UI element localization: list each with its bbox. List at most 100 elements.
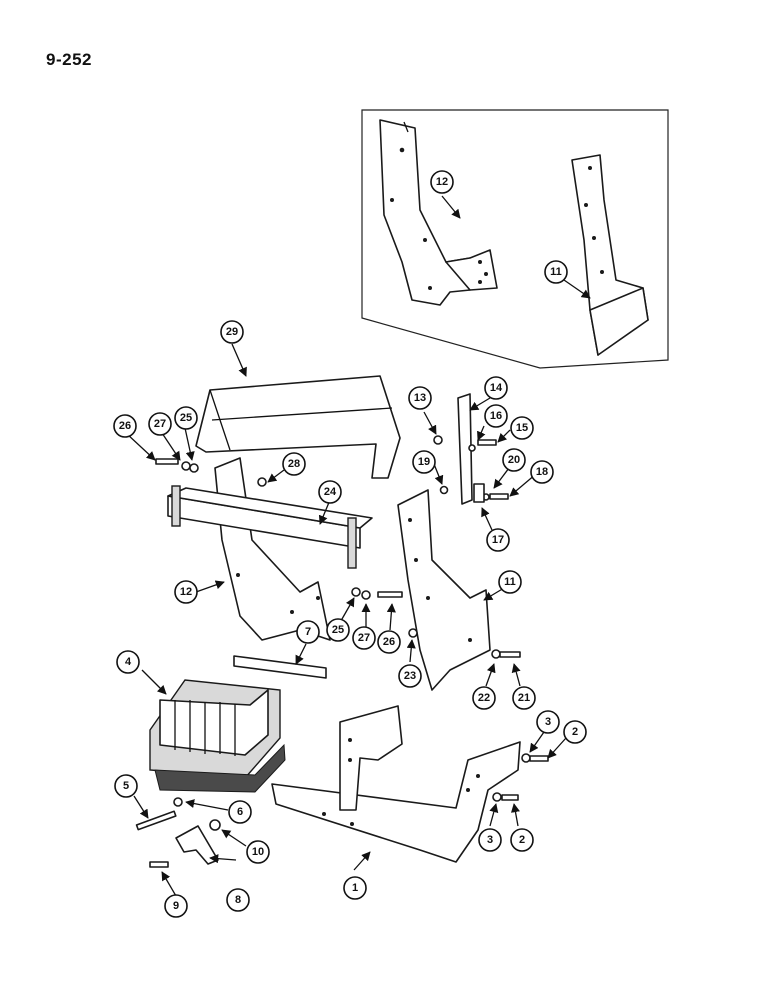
bracket-12 (214, 457, 331, 641)
inset-bracket-left (379, 119, 498, 306)
callout-circle (502, 448, 526, 472)
callout-number: 2 (572, 726, 578, 738)
callout-circle (113, 414, 137, 438)
callout-number: 19 (418, 456, 430, 468)
callout-number: 10 (252, 846, 264, 858)
callout-16: 16 (484, 404, 508, 428)
callout-number: 18 (536, 466, 548, 478)
callout-number: 7 (305, 626, 311, 638)
callout-circle (174, 406, 198, 430)
callout-number: 25 (180, 412, 192, 424)
callout-number: 29 (226, 326, 238, 338)
callout-number: 23 (404, 670, 416, 682)
callout-circle (430, 170, 454, 194)
callout-circle (164, 894, 188, 918)
callout-number: 2 (519, 834, 525, 846)
leader-lines (126, 195, 591, 897)
callout-circle (484, 404, 508, 428)
callout-number: 26 (119, 420, 131, 432)
callout-14: 14 (484, 376, 508, 400)
callout-number: 20 (508, 454, 520, 466)
callout-15: 15 (510, 416, 534, 440)
callout-circle (282, 452, 306, 476)
callout-17: 17 (486, 528, 510, 552)
callout-26: 26 (113, 414, 137, 438)
callout-circle (472, 686, 496, 710)
callout-number: 3 (545, 716, 551, 728)
callout-circle (498, 570, 522, 594)
callout-number: 27 (358, 632, 370, 644)
callout-number: 21 (518, 692, 530, 704)
callout-number: 11 (504, 576, 516, 588)
callout-28: 28 (282, 452, 306, 476)
callout-number: 12 (180, 586, 192, 598)
callout-circle (536, 710, 560, 734)
top-cover-29 (195, 375, 401, 479)
callout-circle (326, 618, 350, 642)
callout-27: 27 (352, 626, 376, 650)
inset-frame (361, 109, 669, 369)
callout-number: 13 (414, 392, 426, 404)
callout-circle (318, 480, 342, 504)
callout-number: 15 (516, 422, 528, 434)
callout-18: 18 (530, 460, 554, 484)
cross-beam-24 (167, 485, 373, 569)
callout-11: 11 (498, 570, 522, 594)
fasteners (135, 435, 549, 868)
callout-circle (220, 320, 244, 344)
callout-10: 10 (246, 840, 270, 864)
callout-5: 5 (114, 774, 138, 798)
callout-21: 21 (512, 686, 536, 710)
strap-14 (457, 393, 473, 505)
callout-24: 24 (318, 480, 342, 504)
callout-number: 22 (478, 692, 490, 704)
callout-12: 12 (174, 580, 198, 604)
inset-bracket-right (571, 154, 649, 356)
callout-29: 29 (220, 320, 244, 344)
callout-19: 19 (412, 450, 436, 474)
callout-6: 6 (228, 800, 252, 824)
callout-circle (408, 386, 432, 410)
callout-number: 3 (487, 834, 493, 846)
callout-number: 5 (123, 780, 129, 792)
callout-circle (343, 876, 367, 900)
callout-12: 12 (430, 170, 454, 194)
callout-9: 9 (164, 894, 188, 918)
callout-13: 13 (408, 386, 432, 410)
callout-number: 25 (332, 624, 344, 636)
callout-2: 2 (563, 720, 587, 744)
callout-number: 8 (235, 894, 241, 906)
callout-number: 14 (490, 382, 503, 394)
callout-circle (116, 650, 140, 674)
callout-number: 24 (324, 486, 337, 498)
callout-circle (377, 630, 401, 654)
callout-circle (530, 460, 554, 484)
callout-3: 3 (536, 710, 560, 734)
callout-26: 26 (377, 630, 401, 654)
callout-25: 25 (326, 618, 350, 642)
callout-circle (398, 664, 422, 688)
spacer-plate-7 (233, 655, 327, 679)
callout-circle (246, 840, 270, 864)
callout-circle (510, 828, 534, 852)
callout-circle (174, 580, 198, 604)
callout-circle (484, 376, 508, 400)
weight-stack-4 (149, 679, 286, 793)
bracket-11 (397, 489, 491, 691)
callout-11: 11 (544, 260, 568, 284)
page-number-label: 9-252 (46, 50, 92, 69)
callout-27: 27 (148, 412, 172, 436)
callout-number: 6 (237, 806, 243, 818)
callout-number: 4 (125, 656, 132, 668)
callout-8: 8 (226, 888, 250, 912)
callout-number: 26 (383, 636, 395, 648)
callout-25: 25 (174, 406, 198, 430)
callout-circle (510, 416, 534, 440)
callout-20: 20 (502, 448, 526, 472)
callout-2: 2 (510, 828, 534, 852)
callout-circle (148, 412, 172, 436)
callout-4: 4 (116, 650, 140, 674)
callout-number: 17 (492, 534, 504, 546)
main-frame-1 (271, 705, 521, 863)
